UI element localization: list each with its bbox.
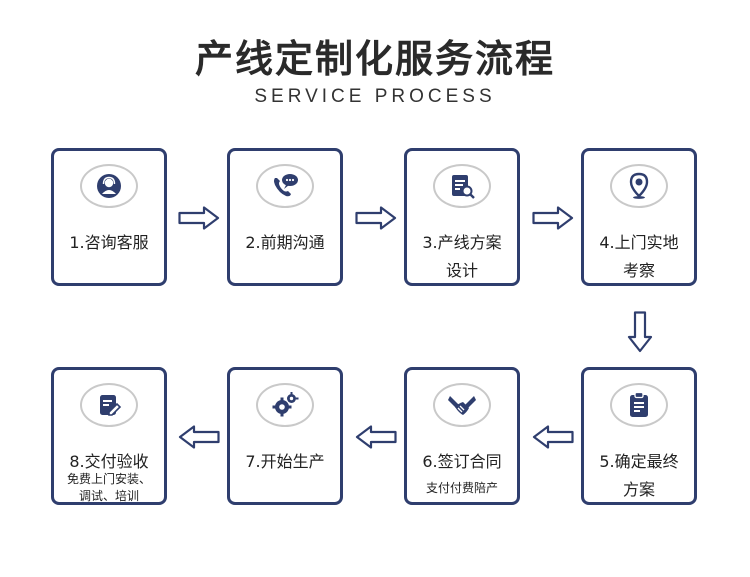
arrow-right-1 [178,206,220,230]
arrow-right-3 [532,206,574,230]
step-8-note-line1: 免费上门安装、 [66,472,151,486]
customer-service-icon [80,164,138,208]
step-1-label: 1.咨询客服 [69,233,149,252]
step-6-card: 6.签订合同 支付付费陪产 [404,367,520,505]
step-4-card: 4.上门实地 考察 [581,148,697,286]
step-6-note: 支付付费陪产 [425,481,498,495]
arrow-left-3 [178,425,220,449]
document-search-icon [433,164,491,208]
arrow-right-2 [355,206,397,230]
step-8-note-line2: 调试、培训 [78,489,139,503]
handshake-icon [433,383,491,427]
step-8-label: 8.交付验收 [69,452,149,471]
location-pin-icon [610,164,668,208]
gears-icon [256,383,314,427]
document-edit-icon [80,383,138,427]
step-3-label-line2: 设计 [445,261,478,280]
page-subtitle: SERVICE PROCESS [254,86,496,107]
step-5-card: 5.确定最终 方案 [581,367,697,505]
step-3-card: 3.产线方案 设计 [404,148,520,286]
step-6-label: 6.签订合同 [422,452,502,471]
step-4-label: 4.上门实地 [599,233,679,252]
clipboard-icon [610,383,668,427]
arrow-down [627,311,653,353]
step-2-card: 2.前期沟通 [227,148,343,286]
arrow-left-1 [532,425,574,449]
step-5-label-line2: 方案 [622,480,655,499]
step-1-card: 1.咨询客服 [51,148,167,286]
step-5-label: 5.确定最终 [599,452,679,471]
step-2-label: 2.前期沟通 [245,233,325,252]
page-title: 产线定制化服务流程 [194,37,555,81]
step-8-card: 8.交付验收 免费上门安装、 调试、培训 [51,367,167,505]
arrow-left-2 [355,425,397,449]
phone-chat-icon [256,164,314,208]
step-7-label: 7.开始生产 [245,452,325,471]
step-4-label-line2: 考察 [622,261,655,280]
step-7-card: 7.开始生产 [227,367,343,505]
step-3-label: 3.产线方案 [422,233,502,252]
